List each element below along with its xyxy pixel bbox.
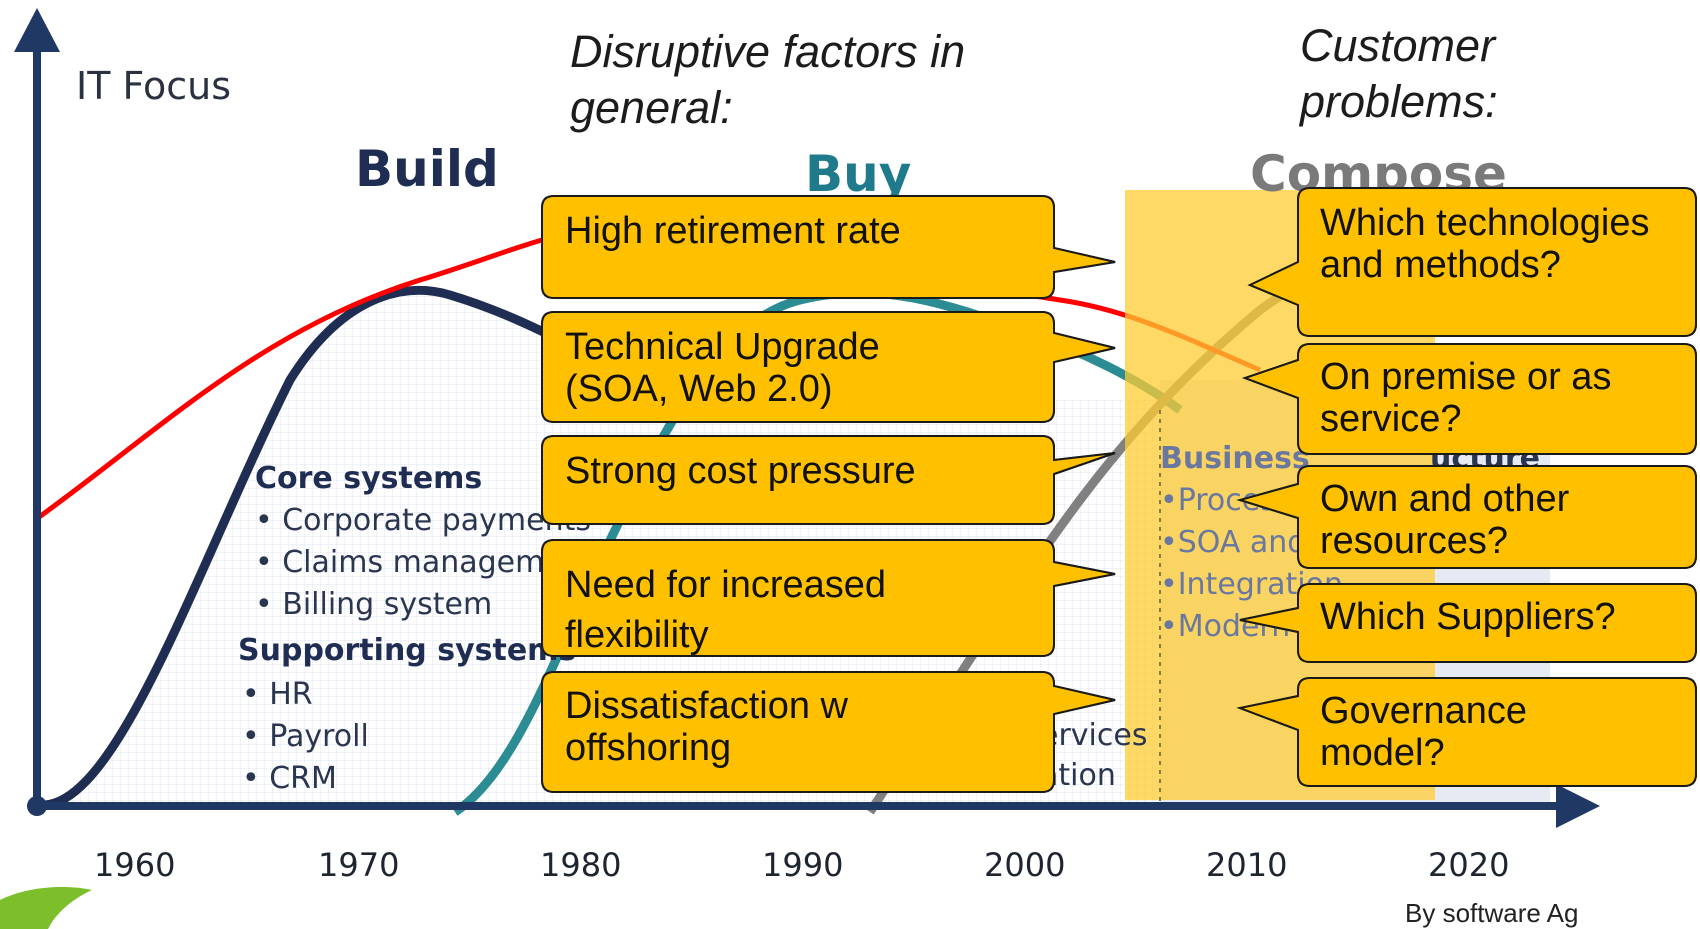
year-2010: 2010 <box>1206 846 1288 884</box>
customer-heading: Customer problems: <box>1300 20 1498 127</box>
problem-resources: Own and other resources? <box>1320 478 1570 562</box>
factor-flexibility: Need for increased flexibility <box>565 564 887 656</box>
overlay-governance <box>1236 677 1697 787</box>
overlay-retirement <box>541 195 1116 299</box>
overlay-premise <box>1242 343 1697 455</box>
year-1980: 1980 <box>540 846 622 884</box>
y-axis-label: IT Focus <box>76 64 232 108</box>
compose-item-2: •SOA and <box>1160 525 1307 560</box>
core-item-1: • Corporate payments <box>255 503 592 538</box>
core-item-3: • Billing system <box>255 587 493 622</box>
overlay-technologies <box>1247 187 1697 337</box>
factor-retirement: High retirement rate <box>565 210 901 252</box>
overlay-resources <box>1236 465 1697 569</box>
factor-cost: Strong cost pressure <box>565 450 916 492</box>
problem-governance: Governance model? <box>1320 690 1528 774</box>
phase-buy-label: Buy <box>805 145 912 203</box>
build-area <box>40 288 600 806</box>
overlay-cost <box>541 435 1116 525</box>
overlay-offshoring <box>541 671 1116 793</box>
factor-upgrade: Technical Upgrade (SOA, Web 2.0) <box>565 326 880 410</box>
overlay-upgrade <box>541 311 1116 423</box>
overlay-suppliers <box>1239 583 1697 663</box>
year-1990: 1990 <box>762 846 844 884</box>
x-axis-arrow <box>1556 784 1600 828</box>
buy-services-fragment: ervices <box>1040 718 1148 753</box>
problem-technologies: Which technologies and methods? <box>1320 202 1650 286</box>
support-item-2: • Payroll <box>242 719 369 754</box>
build-curve <box>44 285 583 810</box>
support-item-3: • CRM <box>242 761 337 796</box>
year-2020: 2020 <box>1428 846 1510 884</box>
year-1960: 1960 <box>94 846 176 884</box>
overlay-flexibility <box>541 539 1116 657</box>
y-axis-arrow <box>14 8 60 52</box>
core-item-2: • Claims management <box>255 545 594 580</box>
year-2000: 2000 <box>984 846 1066 884</box>
axis-origin <box>27 796 47 816</box>
core-systems-title: Core systems <box>255 461 483 496</box>
supporting-systems-title: Supporting systems <box>238 633 577 668</box>
problem-premise: On premise or as service? <box>1320 356 1612 440</box>
compose-title-fragment: Business <box>1160 441 1310 476</box>
credit-text: By software Ag <box>1405 898 1579 928</box>
year-1970: 1970 <box>318 846 400 884</box>
factor-offshoring: Dissatisfaction w offshoring <box>565 685 848 769</box>
logo-leaf <box>0 887 92 929</box>
phase-build-label: Build <box>355 140 499 198</box>
problem-suppliers: Which Suppliers? <box>1320 596 1616 638</box>
disruptive-heading: Disruptive factors in general: <box>570 26 966 133</box>
support-item-1: • HR <box>242 677 313 712</box>
